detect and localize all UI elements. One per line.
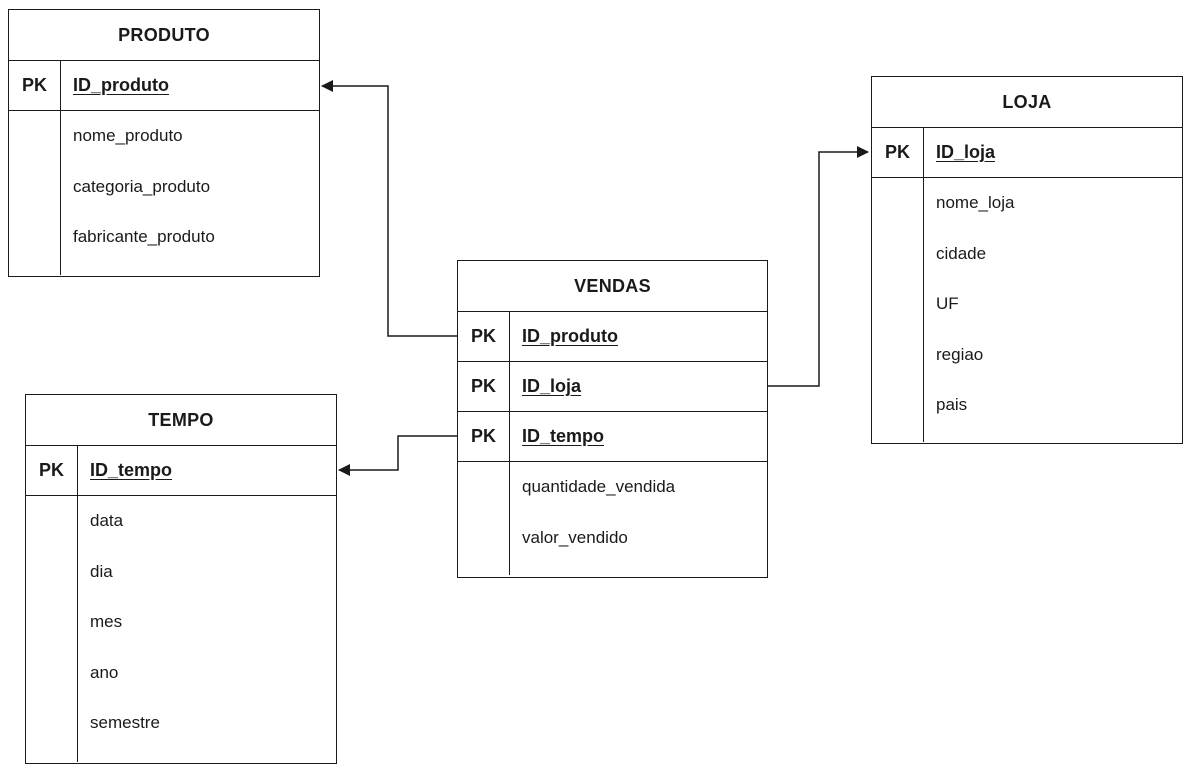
pk-row[interactable]: PK ID_loja [458,362,767,412]
attribute-block: quantidade_vendida valor_vendido [458,462,767,575]
pk-row[interactable]: PK ID_produto [458,312,767,362]
table-loja[interactable]: LOJA PK ID_loja nome_loja cidade UF regi… [871,76,1183,444]
attribute-field[interactable]: ano [90,662,119,682]
connector-vendas-loja[interactable] [768,146,869,387]
attribute-field[interactable]: regiao [936,344,984,364]
table-title: VENDAS [458,261,767,312]
table-vendas[interactable]: VENDAS PK ID_produto PK ID_loja PK ID_te… [457,260,768,578]
pk-row[interactable]: PK ID_produto [9,61,319,111]
pk-field: ID_tempo [90,460,173,480]
attribute-field[interactable]: data [90,511,124,530]
connector-vendas-produto[interactable] [321,80,458,337]
pk-field: ID_loja [522,376,582,396]
pk-label: PK [458,362,510,411]
connector-vendas-tempo[interactable] [338,435,458,476]
attribute-field[interactable]: nome_loja [936,193,1015,212]
pk-field: ID_produto [522,326,618,346]
attribute-field[interactable]: semestre [90,713,160,732]
pk-field: ID_produto [73,75,169,95]
pk-label: PK [872,128,924,177]
attribute-block: nome_loja cidade UF regiao pais [872,178,1182,442]
table-title: PRODUTO [9,10,319,61]
pk-label: PK [458,412,510,461]
table-title: TEMPO [26,395,336,446]
attribute-field[interactable]: dia [90,561,113,581]
attribute-field[interactable]: categoria_produto [73,176,211,196]
attribute-field[interactable]: valor_vendido [522,527,628,547]
attribute-field[interactable]: cidade [936,243,987,263]
pk-row[interactable]: PK ID_loja [872,128,1182,178]
pk-label: PK [9,61,61,110]
pk-row[interactable]: PK ID_tempo [458,412,767,462]
pk-label: PK [458,312,510,361]
table-title: LOJA [872,77,1182,128]
attribute-field[interactable]: quantidade_vendida [522,477,676,496]
pk-field: ID_tempo [522,426,605,446]
attribute-field[interactable]: nome_produto [73,126,183,145]
attribute-block: data dia mes ano semestre [26,496,336,762]
attribute-field[interactable]: fabricante_produto [73,227,215,246]
attribute-field[interactable]: UF [936,294,959,313]
pk-label: PK [26,446,78,495]
key-column-spacer [872,178,924,442]
table-tempo[interactable]: TEMPO PK ID_tempo data dia mes ano semes… [25,394,337,764]
key-column-spacer [26,496,78,762]
key-column-spacer [9,111,61,275]
pk-row[interactable]: PK ID_tempo [26,446,336,496]
attribute-field[interactable]: pais [936,395,968,414]
key-column-spacer [458,462,510,575]
pk-field: ID_loja [936,142,996,162]
attribute-block: nome_produto categoria_produto fabricant… [9,111,319,275]
attribute-field[interactable]: mes [90,612,123,631]
table-produto[interactable]: PRODUTO PK ID_produto nome_produto categ… [8,9,320,277]
